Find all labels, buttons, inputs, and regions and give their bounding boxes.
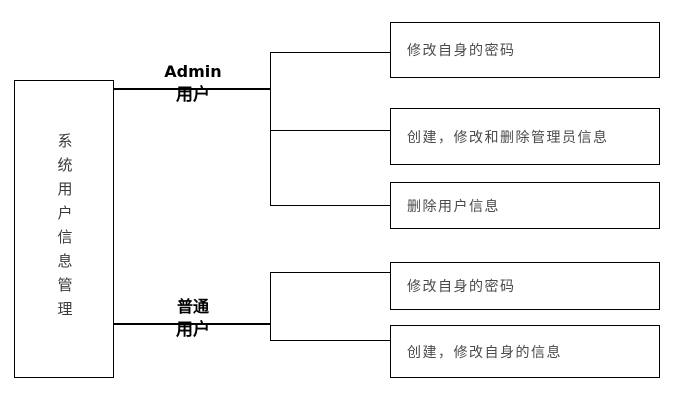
connector-normal-to-leaf-5 bbox=[270, 340, 390, 341]
connector-root-to-admin bbox=[114, 88, 270, 90]
leaf-node-label: 修改自身的密码 bbox=[407, 43, 516, 59]
leaf-node-label: 修改自身的密码 bbox=[407, 279, 516, 295]
leaf-node-label: 创建，修改自身的信息 bbox=[407, 344, 562, 361]
connector-root-to-normal bbox=[114, 323, 270, 325]
root-node-label-wrap: 系统用户信息管理 bbox=[15, 81, 113, 377]
leaf-node-label: 创建，修改和删除管理员信息 bbox=[407, 129, 609, 146]
root-node-box[interactable]: 系统用户信息管理 bbox=[14, 80, 114, 378]
connector-normal-to-leaf-4 bbox=[270, 272, 390, 273]
connector-admin-to-leaf-2 bbox=[270, 130, 390, 131]
branch-spine-normal bbox=[270, 272, 271, 341]
branch-label-normal-line2: 用户 bbox=[176, 320, 210, 340]
branch-label-admin-line1: Admin bbox=[164, 62, 222, 81]
leaf-node-box[interactable]: 修改自身的密码 bbox=[390, 22, 660, 78]
leaf-node-box[interactable]: 修改自身的密码 bbox=[390, 262, 660, 310]
leaf-node-box[interactable]: 创建，修改和删除管理员信息 bbox=[390, 108, 660, 165]
branch-label-admin[interactable]: Admin 用户 bbox=[118, 62, 268, 108]
branch-spine-admin bbox=[270, 52, 271, 206]
root-node-label: 系统用户信息管理 bbox=[55, 133, 74, 325]
branch-label-normal[interactable]: 普通 用户 bbox=[118, 297, 268, 343]
leaf-node-box[interactable]: 删除用户信息 bbox=[390, 182, 660, 229]
leaf-node-label: 删除用户信息 bbox=[407, 198, 500, 215]
branch-label-normal-line1: 普通 bbox=[176, 297, 209, 316]
branch-label-admin-line2: 用户 bbox=[176, 85, 210, 105]
connector-admin-to-leaf-1 bbox=[270, 52, 390, 53]
leaf-node-box[interactable]: 创建，修改自身的信息 bbox=[390, 325, 660, 378]
connector-admin-to-leaf-3 bbox=[270, 205, 390, 206]
